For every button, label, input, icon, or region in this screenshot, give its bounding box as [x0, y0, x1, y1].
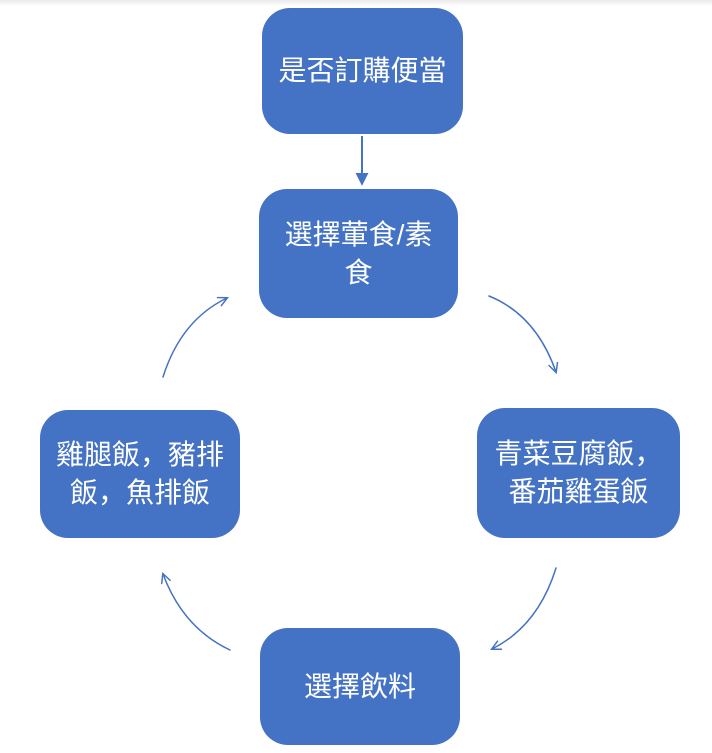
node-choose-drink-label: 選擇飲料 [303, 670, 416, 702]
connector-meat-to-diet[interactable] [162, 296, 229, 378]
node-meat-dishes-label: 雞腿飯，豬排飯，魚排飯 [55, 439, 224, 508]
node-order-bento-label: 是否訂購便當 [278, 55, 447, 86]
top-edge-shadow [0, 0, 712, 6]
node-order-bento[interactable]: 是否訂購便當 [262, 8, 463, 134]
connector-veg-to-drink[interactable] [490, 567, 557, 650]
node-choose-diet[interactable]: 選擇葷食/素食 [259, 189, 458, 318]
connector-diet-to-veg[interactable] [488, 295, 559, 375]
node-choose-drink[interactable]: 選擇飲料 [260, 628, 460, 745]
node-meat-dishes[interactable]: 雞腿飯，豬排飯，魚排飯 [40, 410, 240, 538]
node-choose-diet-label: 選擇葷食/素食 [284, 218, 433, 288]
connector-drink-to-meat[interactable] [160, 571, 231, 651]
node-veg-dishes-label: 青菜豆腐飯，番茄雞蛋飯 [494, 438, 663, 507]
node-veg-dishes[interactable]: 青菜豆腐飯，番茄雞蛋飯 [477, 408, 680, 538]
